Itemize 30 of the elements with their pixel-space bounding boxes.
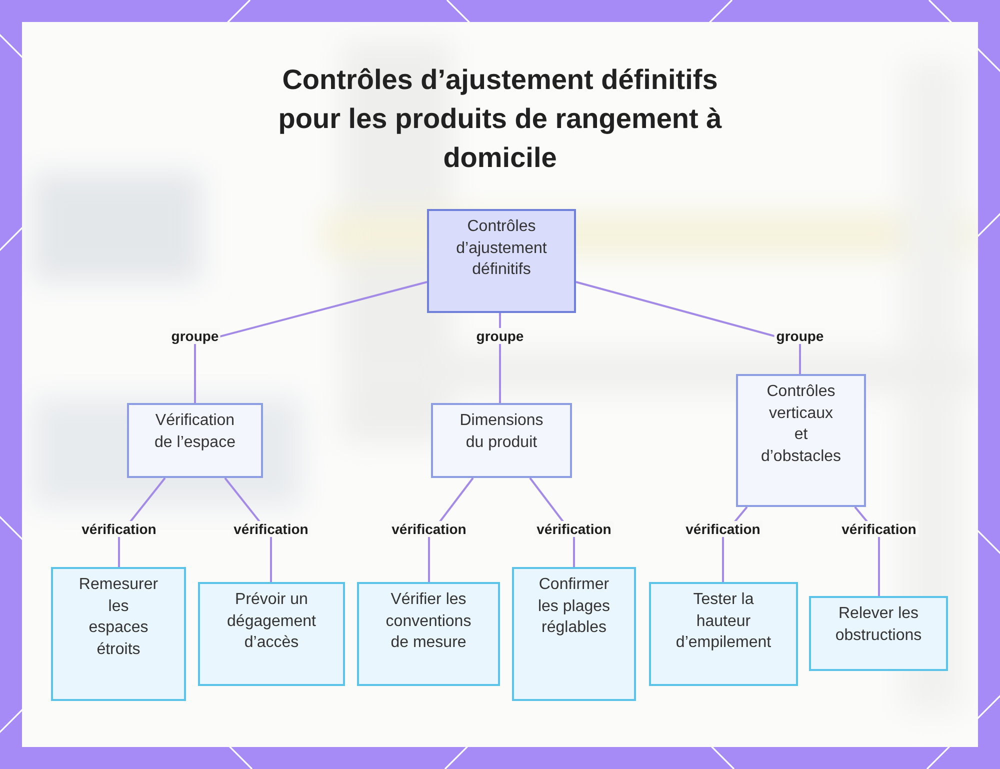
- task-box: [809, 596, 948, 671]
- node-text: Confirmer les plages réglables: [536, 575, 612, 638]
- edge-label: vérification: [840, 521, 918, 537]
- task-box: [357, 582, 500, 686]
- group-box: [127, 403, 263, 478]
- task-box: [512, 567, 636, 701]
- node-text: Vérification de l’espace: [154, 411, 236, 452]
- node-text: Contrôles verticaux et d’obstacles: [760, 382, 842, 466]
- node-text: Dimensions du produit: [458, 411, 544, 452]
- node-text: Contrôles d’ajustement définitifs: [455, 217, 548, 280]
- connector-line: [194, 281, 428, 403]
- node-text: Remesurer les espaces étroits: [78, 575, 158, 660]
- node-text: Vérifier les conventions de mesure: [384, 590, 472, 653]
- node-text: Tester la hauteur d’empilement: [674, 590, 772, 653]
- group-box: [736, 374, 866, 507]
- diagram-title: Contrôles d’ajustement définitifs pour les produits de rangement à domicile: [277, 63, 723, 175]
- task-box: [51, 567, 186, 701]
- edge-label: vérification: [684, 521, 762, 537]
- connector-line: [576, 281, 801, 374]
- group-box: [431, 403, 572, 478]
- node-text: Prévoir un dégagement d’accès: [226, 590, 317, 653]
- node-text: Relever les obstructions: [834, 604, 923, 646]
- root-box: [427, 209, 576, 313]
- edge-label: vérification: [534, 521, 614, 537]
- edge-label: vérification: [80, 521, 158, 537]
- edge-label: vérification: [390, 521, 468, 537]
- task-box: [198, 582, 345, 686]
- task-box: [649, 582, 798, 686]
- edge-label: vérification: [232, 521, 310, 537]
- edge-label: groupe: [474, 328, 526, 344]
